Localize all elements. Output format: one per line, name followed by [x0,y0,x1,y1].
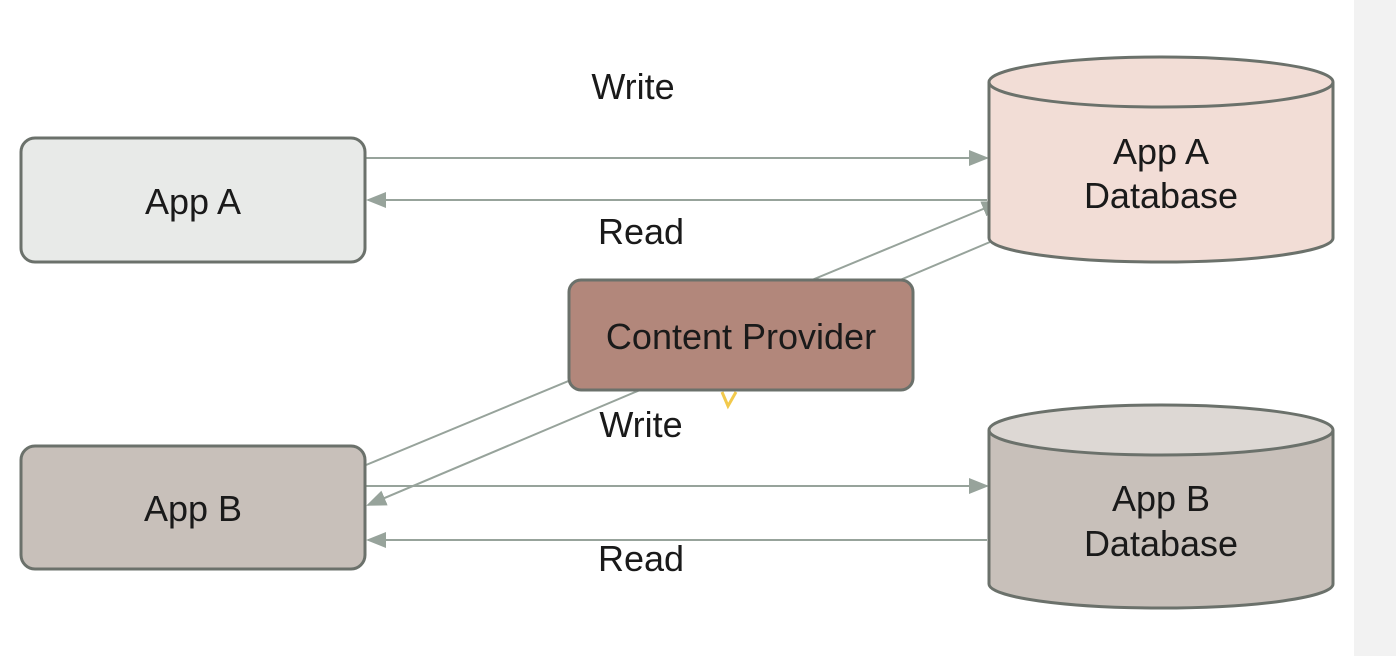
app-b-database-label-line2: Database [1084,523,1238,564]
edge-label-app-a-read: Read [598,211,684,252]
content-provider-label: Content Provider [606,316,876,357]
app-a-database-label-line1: App A [1113,131,1209,172]
app-a-database-label-line2: Database [1084,175,1238,216]
app-b-database-label-line1: App B [1112,478,1210,519]
app-b-database-node[interactable]: App B Database [987,403,1335,610]
app-a-database-node[interactable]: App A Database [987,55,1335,264]
edge-label-app-b-write: Write [599,404,682,445]
app-a-label: App A [145,181,241,222]
app-b-node[interactable]: App B [19,444,367,571]
app-a-node[interactable]: App A [19,136,367,264]
app-b-label: App B [144,488,242,529]
edge-label-app-b-read: Read [598,538,684,579]
content-provider-node[interactable]: Content Provider [567,278,915,392]
scrollbar-track[interactable] [1354,0,1396,656]
edge-label-app-a-write: Write [591,66,674,107]
highlight-mark [720,391,738,410]
